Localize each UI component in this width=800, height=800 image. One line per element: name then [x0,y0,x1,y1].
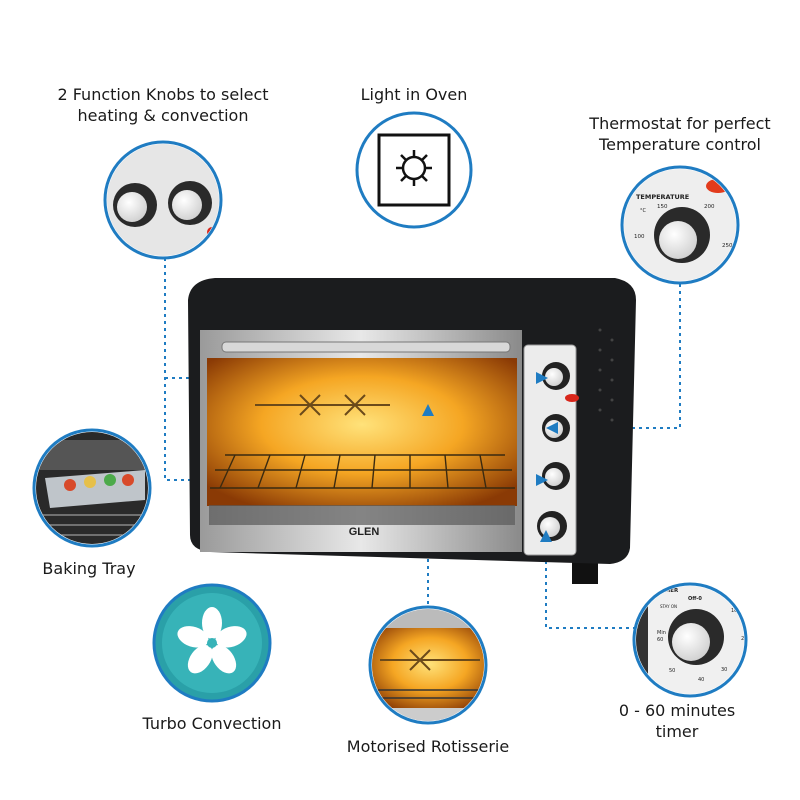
timer-mark: 30 [721,667,727,673]
timer-knob-photo: TIMER STAY ON Off-0 10 20 30 40 50 Min 6… [632,582,748,698]
connector-timer [545,540,635,629]
brand-logo: GLEN [349,526,380,538]
light-in-oven-icon [355,111,473,229]
oven-foot [572,560,598,584]
timer-mark: 40 [698,677,704,683]
temperature-mark: 200 [704,204,715,210]
label-line: heating & convection [77,106,249,125]
label-line: Turbo Convection [142,714,282,733]
arrowheads [422,372,558,542]
label-thermostat: Thermostat for perfect Temperature contr… [589,113,770,155]
indicator-light [565,394,579,402]
control-panel [523,344,577,556]
oven: GLEN [188,278,636,584]
timer-mark: 10 [731,608,737,614]
temperature-unit: °C [640,208,647,214]
temperature-mark: 150 [657,204,668,210]
temperature-mark: 100 [634,234,645,240]
timer-mark: 60 [657,637,663,643]
label-line: Baking Tray [42,559,136,578]
temperature-title: TEMPERATURE [636,193,689,201]
light-bulb-icon [377,133,451,207]
label-line: Thermostat for perfect [589,114,771,133]
timer-min: Min [657,630,666,636]
door-handle [221,341,511,353]
oven-rack [210,454,515,489]
label-line: 2 Function Knobs to select [57,85,269,104]
label-light: Light in Oven [361,84,468,105]
timer-mark: 20 [741,636,747,642]
label-timer: 0 - 60 minutes timer [619,700,735,742]
label-line: Light in Oven [360,85,468,104]
label-rotisserie: Motorised Rotisserie [347,736,509,757]
label-line: Temperature control [599,135,761,154]
fan-flower-icon [152,583,272,703]
rotisserie-photo [368,605,488,725]
vent-holes [598,328,614,422]
oven-window [207,358,517,506]
rotisserie-spit [255,394,390,416]
baking-tray-photo [32,428,152,548]
function-knobs-photo [103,140,223,260]
timer-stay-on: STAY ON [660,604,677,609]
label-function-knobs: 2 Function Knobs to select heating & con… [57,84,268,126]
label-convection: Turbo Convection [143,713,282,734]
timer-mark: 50 [669,668,675,674]
timer-off: Off-0 [688,596,702,602]
temperature-knob-photo: TEMPERATURE °C 100 150 200 250 [620,165,740,285]
timer-title: TIMER [659,588,679,594]
label-baking-tray: Baking Tray [42,558,135,579]
crumb-tray [209,505,515,525]
label-line: Motorised Rotisserie [346,737,510,756]
label-line: 0 - 60 minutes [618,701,736,720]
label-line: timer [655,722,699,741]
temperature-mark: 250 [722,243,733,249]
